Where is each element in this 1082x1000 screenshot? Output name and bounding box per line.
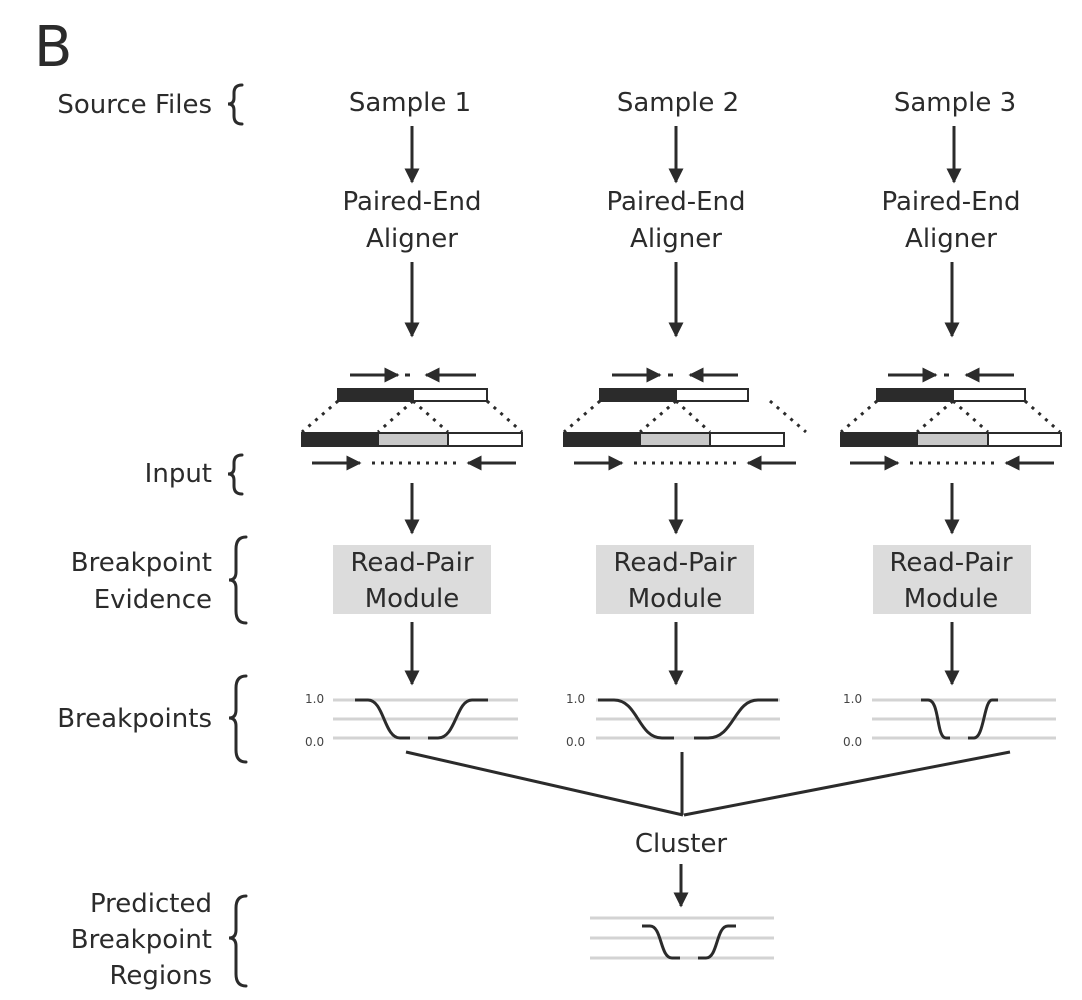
module-box [873,545,1031,614]
sample-column-2: Sample 2 Paired-End Aligner Read-Pair Mo… [563,88,807,749]
brace-predicted [228,894,248,988]
row-label-predicted-2: Breakpoint [71,925,212,955]
tick-label-top: 1.0 [305,692,324,706]
module-label-line1: Read-Pair [350,548,473,578]
row-label-breakpoints: Breakpoints [57,704,212,734]
predicted-region-plot [590,916,774,960]
cluster-merge-lines [405,750,1011,817]
module-label-line2: Module [628,584,723,614]
row-label-breakpoint-evidence-2: Evidence [94,585,212,615]
aligner-label-line2: Aligner [905,224,997,254]
row-label-input: Input [145,459,212,489]
breakpoint-plot: 1.0 0.0 [305,692,518,749]
module-label-line2: Module [365,584,460,614]
sample-column-3: Sample 3 Paired-End Aligner Read-Pair Mo… [840,88,1062,749]
brace-breakpoints [228,674,248,764]
aligner-label-line1: Paired-End [342,187,481,217]
breakpoint-plot: 1.0 0.0 [843,692,1056,749]
panel-label: B [34,15,72,80]
tick-label-top: 1.0 [843,692,862,706]
sample-name: Sample 3 [894,88,1016,118]
module-label-line1: Read-Pair [613,548,736,578]
module-label-line1: Read-Pair [889,548,1012,578]
row-label-source-files: Source Files [57,90,212,120]
paired-read-icon [301,367,523,471]
module-label-line2: Module [904,584,999,614]
breakpoint-plot: 1.0 0.0 [566,692,780,749]
aligner-label-line1: Paired-End [881,187,1020,217]
paired-read-icon [840,367,1062,471]
aligner-label-line2: Aligner [630,224,722,254]
brace-input [227,453,244,496]
paired-read-icon [563,367,807,471]
aligner-label-line2: Aligner [366,224,458,254]
brace-source-files [227,83,244,126]
tick-label-bottom: 0.0 [566,735,585,749]
module-box [333,545,491,614]
cluster-label: Cluster [635,829,728,859]
aligner-label-line1: Paired-End [606,187,745,217]
tick-label-bottom: 0.0 [305,735,324,749]
tick-label-top: 1.0 [566,692,585,706]
row-label-predicted-3: Regions [109,961,212,991]
module-box [596,545,754,614]
sample-name: Sample 2 [617,88,739,118]
tick-label-bottom: 0.0 [843,735,862,749]
sample-column-1: Sample 1 Paired-End Aligner Read-Pair Mo… [301,88,523,749]
row-label-breakpoint-evidence-1: Breakpoint [71,548,212,578]
sample-name: Sample 1 [349,88,471,118]
row-label-predicted-1: Predicted [90,889,212,919]
brace-breakpoint-evidence [228,535,248,625]
